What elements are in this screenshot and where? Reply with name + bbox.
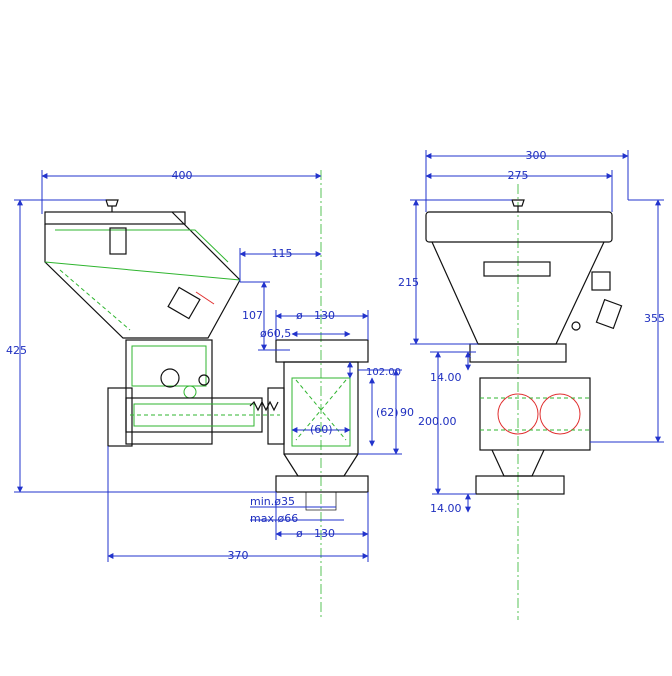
outlet-body [283,361,359,455]
lid-latch [109,227,127,255]
screw-tube [125,397,263,433]
dim-130-bottom: 130 [314,527,335,540]
dim-115: 115 [272,247,293,260]
dim-130-top: 130 [314,309,335,322]
right-rotor-left [497,393,539,435]
dim-diameter-symbol: ø [296,309,303,322]
dim-370: 370 [228,549,249,562]
right-bottom-flange [475,475,565,495]
hopper-hidden-edge [59,269,131,331]
coupling-spring [249,400,279,412]
dim-min-dia: min.ø35 [250,495,295,508]
right-lid [425,211,613,243]
dim-90: 90 [400,406,414,419]
dim-400: 400 [172,169,193,182]
hopper-lid [44,211,186,225]
motor-end [107,387,133,447]
dim-60: (60) [310,423,333,436]
outlet-stub [305,491,337,511]
dim-300: 300 [526,149,547,162]
dim-max-dia: max.ø66 [250,512,298,525]
dim-355: 355 [644,312,665,325]
valve-box [167,286,201,320]
feeder-gauge [160,368,180,388]
bottom-flange [275,475,369,493]
coupling-flange [267,387,285,445]
dim-425: 425 [6,344,27,357]
right-view: 300 275 215 355 14.00 200.00 14.00 [398,149,665,620]
dim-14-bottom: 14.00 [430,502,462,515]
hopper-green-line [44,261,241,281]
dim-107: 107 [242,309,263,322]
dim-102: 102.00 [366,367,401,378]
dim-215: 215 [398,276,419,289]
side-valve [595,298,623,330]
dim-200: 200.00 [418,415,457,428]
left-view: 400 115 107 ø 130 ø60,5 102.00 (62) 90 (… [6,169,414,620]
dim-275: 275 [508,169,529,182]
dim-62: (62) [376,406,399,419]
right-feeder-block [479,377,591,451]
dim-diameter-symbol-bottom: ø [296,527,303,540]
dim-dia-60-5: ø60,5 [260,327,291,340]
hopper-inner [55,229,229,263]
top-flange [275,339,369,363]
dim-14-top: 14.00 [430,371,462,384]
lid-knob [105,199,119,207]
feeder-housing [125,339,213,445]
right-lid-knob [511,199,525,207]
right-rotor-right [539,393,581,435]
control-box [591,271,611,291]
sight-glass [483,261,551,277]
hopper-body [44,211,241,339]
